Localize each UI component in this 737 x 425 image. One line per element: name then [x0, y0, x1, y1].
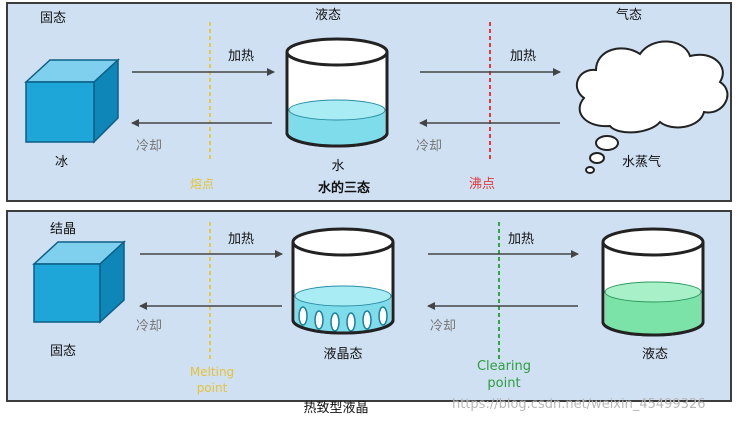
liquid-crystal-beaker-icon — [291, 227, 395, 335]
heat-label-top-right: 加热 — [510, 49, 537, 64]
clearing-point-label: Clearing point — [476, 359, 532, 391]
solid-state-label-bottom: 固态 — [50, 344, 77, 359]
cool-label-bottom-left: 冷却 — [136, 319, 163, 334]
ice-cube-icon — [24, 58, 120, 144]
crystal-label: 结晶 — [50, 222, 77, 237]
cool-label-top-right: 冷却 — [416, 139, 443, 154]
gas-state-label: 气态 — [615, 8, 643, 23]
heat-label-bottom-right: 加热 — [508, 232, 535, 247]
melting-point-label: 熔点 — [189, 177, 215, 191]
liquid-state-label-bottom: 液态 — [641, 347, 669, 362]
solid-state-label: 固态 — [40, 11, 67, 26]
ice-label: 冰 — [55, 155, 69, 170]
water-states-caption: 水的三态 — [317, 181, 371, 196]
watermark: https://blog.csdn.net/weixin_45499326 — [452, 397, 706, 412]
heat-label-bottom-left: 加热 — [228, 232, 255, 247]
lc-state-label: 液晶态 — [323, 347, 363, 362]
boiling-point-label: 沸点 — [468, 177, 496, 192]
melting-point-label-bottom: Melting point — [189, 365, 235, 395]
heat-label-top-left: 加热 — [228, 49, 255, 64]
vapor-cloud-icon — [575, 40, 729, 174]
water-label: 水 — [331, 159, 345, 174]
thermotropic-lc-caption: 热致型液晶 — [303, 401, 369, 416]
liquid-beaker-icon — [601, 227, 705, 337]
vapor-label: 水蒸气 — [622, 155, 662, 170]
water-beaker-icon — [285, 37, 389, 148]
liquid-state-label: 液态 — [314, 8, 342, 23]
crystal-cube-icon — [32, 240, 126, 324]
cool-label-top-left: 冷却 — [136, 139, 163, 154]
cool-label-bottom-right: 冷却 — [430, 319, 457, 334]
